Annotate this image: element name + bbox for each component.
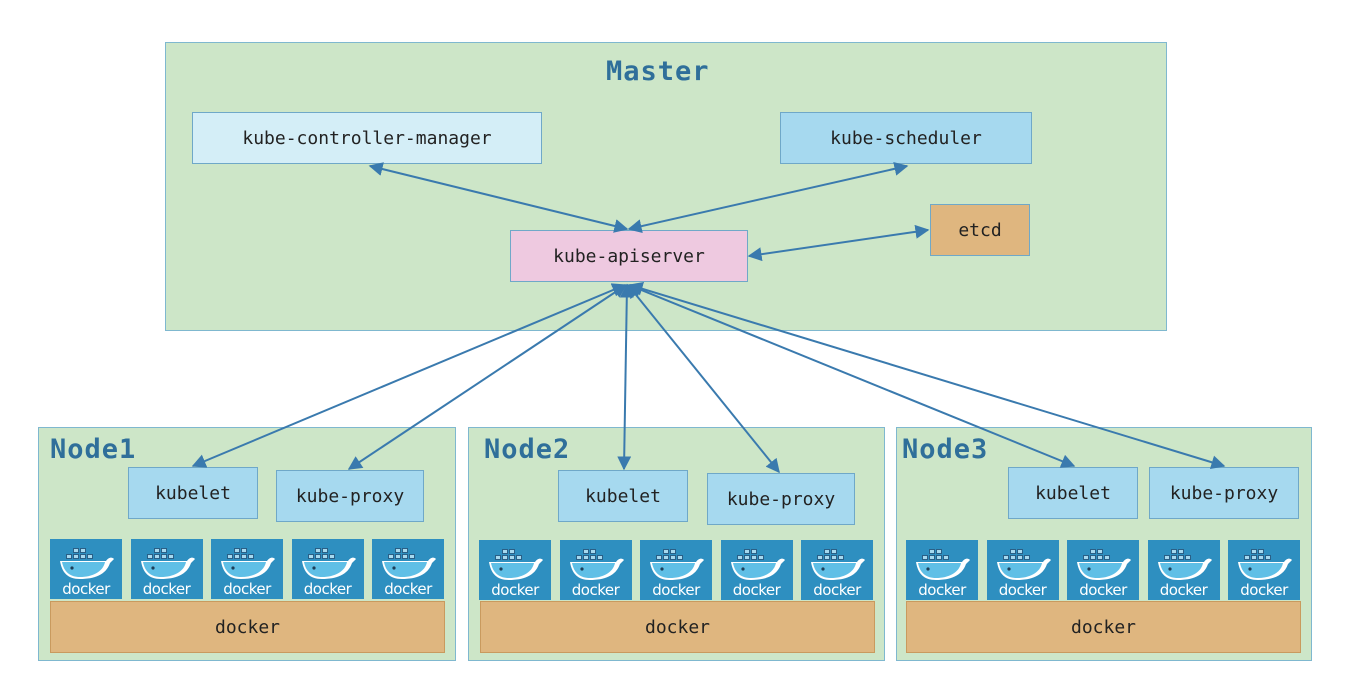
docker-whale-icon: [912, 546, 972, 582]
docker-container-tile: docker: [372, 539, 444, 599]
docker-container-tile: docker: [291, 539, 364, 599]
docker-whale-icon: [1154, 546, 1214, 582]
docker-container-tile: docker: [1228, 540, 1300, 600]
docker-container-tile: docker: [50, 539, 122, 599]
docker-whale-icon: [646, 546, 706, 582]
docker-container-label: docker: [1240, 581, 1288, 599]
docker-whale-icon: [727, 546, 787, 582]
docker-container-tile: docker: [479, 540, 551, 600]
node3-kubelet-box: kubelet: [1008, 467, 1138, 519]
docker-whale-icon: [1234, 546, 1294, 582]
docker-container-label: docker: [813, 581, 861, 599]
docker-container-label: docker: [223, 580, 271, 598]
docker-container-tile: docker: [130, 539, 203, 599]
docker-whale-icon: [566, 546, 626, 582]
docker-whale-icon: [217, 545, 277, 581]
docker-container-label: docker: [571, 581, 620, 599]
docker-container-label: docker: [1159, 581, 1208, 599]
master-title: Master: [606, 56, 710, 87]
docker-container-label: docker: [384, 580, 432, 598]
node3-docker-bar: docker: [906, 601, 1301, 653]
cropped-caption: [40, 664, 300, 676]
docker-container-tile: docker: [211, 539, 283, 599]
docker-container-label: docker: [491, 581, 539, 599]
docker-container-tile: docker: [1147, 540, 1220, 600]
docker-container-label: docker: [1079, 581, 1127, 599]
docker-container-label: docker: [142, 580, 191, 598]
node1-title: Node1: [50, 434, 137, 465]
docker-whale-icon: [1073, 546, 1133, 582]
kube-scheduler-box: kube-scheduler: [780, 112, 1032, 164]
kube-apiserver-box: kube-apiserver: [510, 230, 748, 282]
docker-container-tile: docker: [801, 540, 873, 600]
node1-docker-bar: docker: [50, 601, 445, 653]
docker-container-label: docker: [732, 581, 781, 599]
node1-kube-proxy-box: kube-proxy: [276, 470, 424, 522]
docker-container-tile: docker: [559, 540, 632, 600]
docker-whale-icon: [137, 545, 197, 581]
docker-container-tile: docker: [906, 540, 978, 600]
docker-container-tile: docker: [640, 540, 712, 600]
node2-kube-proxy-box: kube-proxy: [707, 473, 855, 525]
docker-container-tile: docker: [986, 540, 1059, 600]
docker-container-label: docker: [998, 581, 1047, 599]
docker-whale-icon: [56, 545, 116, 581]
kube-controller-manager-box: kube-controller-manager: [192, 112, 542, 164]
docker-container-label: docker: [918, 581, 966, 599]
node1-kubelet-box: kubelet: [128, 467, 258, 519]
docker-whale-icon: [298, 545, 358, 581]
docker-whale-icon: [378, 545, 438, 581]
docker-whale-icon: [993, 546, 1053, 582]
docker-container-label: docker: [303, 580, 352, 598]
node3-title: Node3: [902, 434, 989, 465]
docker-whale-icon: [807, 546, 867, 582]
docker-container-label: docker: [652, 581, 700, 599]
etcd-box: etcd: [930, 204, 1030, 256]
node2-title: Node2: [484, 434, 571, 465]
docker-whale-icon: [485, 546, 545, 582]
node2-kubelet-box: kubelet: [558, 470, 688, 522]
node2-docker-bar: docker: [480, 601, 875, 653]
node3-kube-proxy-box: kube-proxy: [1149, 467, 1299, 519]
docker-container-tile: docker: [720, 540, 793, 600]
docker-container-tile: docker: [1067, 540, 1139, 600]
docker-container-label: docker: [62, 580, 110, 598]
